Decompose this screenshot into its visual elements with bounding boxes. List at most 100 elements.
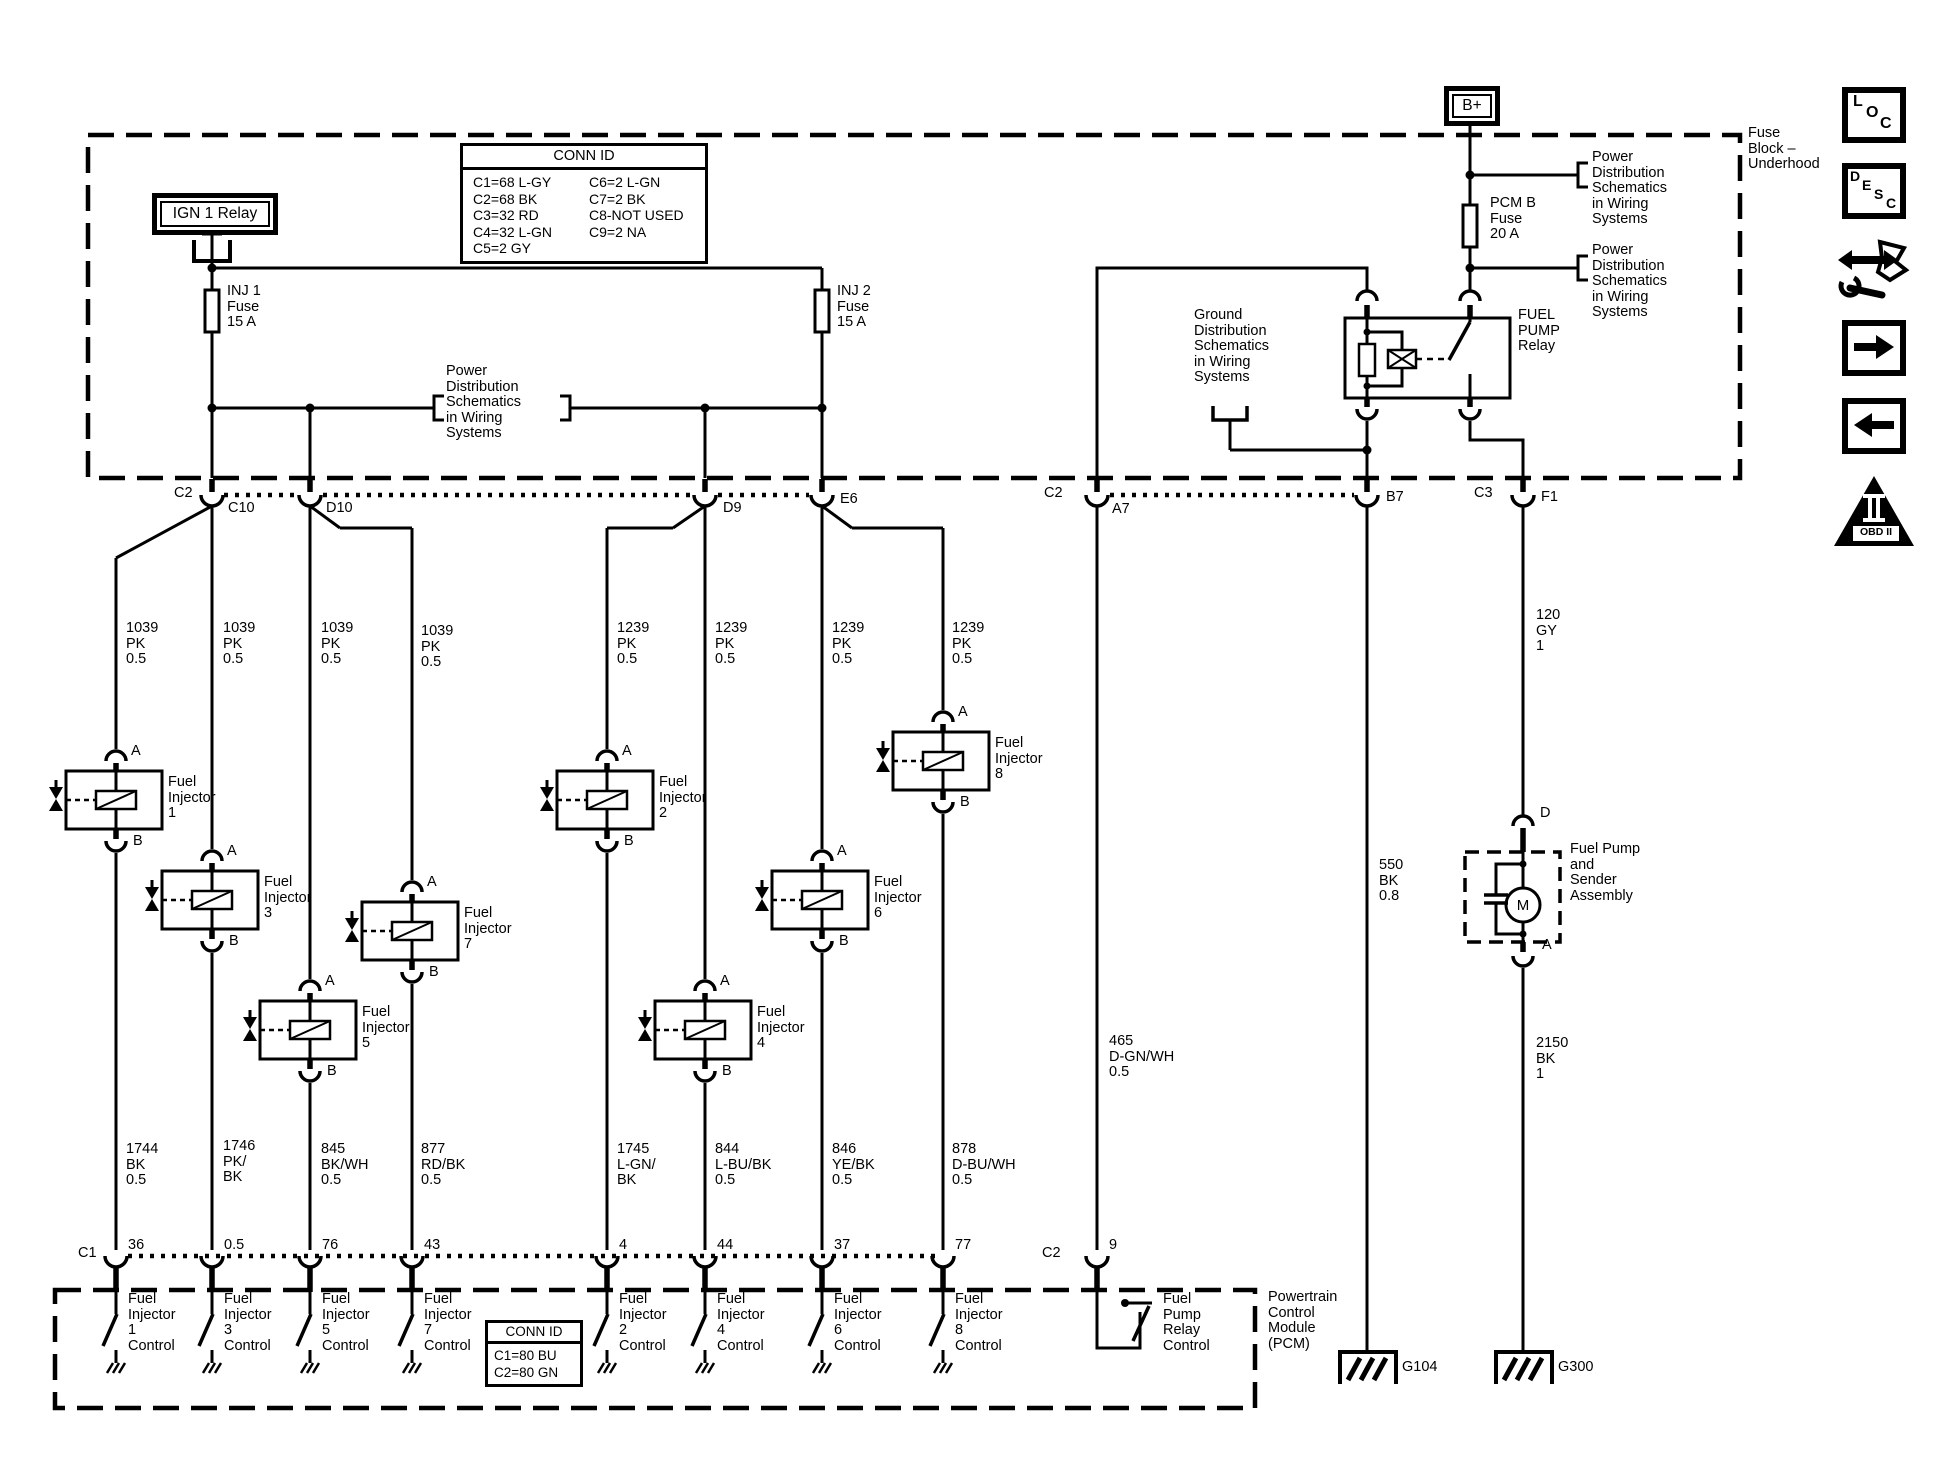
pcm-connector-c2: C2 — [1042, 1245, 1061, 1261]
pin-letter-b: B — [624, 833, 634, 849]
pcm-driver-label: Fuel Injector 7 Control — [424, 1291, 472, 1354]
junction-dots — [207, 170, 1475, 455]
wire-label: 845 BK/WH 0.5 — [321, 1141, 369, 1188]
injector-label-1: Fuel Injector 1 — [168, 774, 216, 821]
pcm-driver-label: Fuel Injector 3 Control — [224, 1291, 272, 1354]
next-arrow-icon[interactable] — [1842, 320, 1906, 376]
obd2-pillar — [1868, 498, 1872, 518]
desc-letter: C — [1886, 195, 1897, 211]
pin-letter-b: B — [960, 794, 970, 810]
loc-letter: L — [1853, 93, 1863, 110]
obd2-label: OBD II — [1851, 524, 1901, 543]
connector-pin-a7: A7 — [1112, 501, 1130, 517]
pcm-driver-symbols — [101, 1292, 1152, 1374]
wire-label: 1744 BK 0.5 — [126, 1141, 159, 1188]
wire-label: 1239 PK 0.5 — [715, 620, 748, 667]
pcm-driver-label: Fuel Injector 8 Control — [955, 1291, 1003, 1354]
connector-pin-f1: F1 — [1541, 489, 1558, 505]
conn-id-table-pcm: CONN ID C1=80 BU C2=80 GN — [485, 1320, 583, 1387]
pin-letter-b: B — [429, 964, 439, 980]
ground-label-g104: G104 — [1402, 1359, 1438, 1375]
pin-letter-b: B — [839, 933, 849, 949]
conn-id-entry: C8-NOT USED — [589, 207, 684, 224]
conn-id-entry: C5=2 GY — [473, 240, 531, 257]
pin-letter-a: A — [720, 973, 730, 989]
fuel-pump-relay-symbol — [1343, 316, 1512, 400]
connector-pin-e6: E6 — [840, 491, 858, 507]
pump-pin-a: A — [1542, 937, 1552, 953]
wire-label: 1239 PK 0.5 — [832, 620, 865, 667]
pcm-pin: 43 — [424, 1237, 441, 1253]
loc-letter: O — [1866, 104, 1879, 121]
wire-label: 1746 PK/ BK — [223, 1138, 256, 1185]
pcm-pin: 44 — [717, 1237, 734, 1253]
pcm-driver-label: Fuel Injector 6 Control — [834, 1291, 882, 1354]
connector-c2-left: C2 — [174, 485, 193, 501]
connector-pin-d10: D10 — [326, 500, 353, 516]
injector-label-4: Fuel Injector 4 — [757, 1004, 805, 1051]
pin-letter-a: A — [131, 743, 141, 759]
conn-id-entry: C1=68 L-GY — [473, 174, 552, 190]
desc-icon[interactable]: D E S C — [1842, 163, 1906, 219]
conn-id-col2: C6=2 L-GN C7=2 BK C8-NOT USED C9=2 NA — [589, 174, 705, 257]
pin-letter-b: B — [133, 833, 143, 849]
pump-pin-d: D — [1540, 805, 1551, 821]
wire-label: 878 D-BU/WH 0.5 — [952, 1141, 1016, 1188]
b-plus-label: B+ — [1462, 97, 1482, 114]
wire-label: 1745 L-GN/ BK — [617, 1141, 656, 1188]
pcm-pin: 37 — [834, 1237, 851, 1253]
pcm-pin: 77 — [955, 1237, 972, 1253]
wire-label: 1239 PK 0.5 — [617, 620, 650, 667]
inj1-fuse-label: INJ 1 Fuse 15 A — [227, 283, 261, 330]
wire-label-120: 120 GY 1 — [1536, 607, 1561, 654]
ign1-relay-label: IGN 1 Relay — [172, 205, 258, 222]
pcm-pin: 0.5 — [224, 1237, 245, 1253]
fuel-pump-motor-symbol — [1484, 860, 1542, 938]
pcm-pin: 4 — [619, 1237, 628, 1253]
motor-letter: M — [1516, 897, 1530, 914]
conn-id-table-top: CONN ID C1=68 L-GY C2=68 BK C3=32 RD C4=… — [460, 143, 708, 264]
pcm-pin: 36 — [128, 1237, 145, 1253]
injector-label-3: Fuel Injector 3 — [264, 874, 312, 921]
injector-valve-icons — [49, 748, 890, 1041]
pin-letter-a: A — [958, 704, 968, 720]
related-diagram-wrench-icon[interactable] — [1834, 238, 1914, 308]
connector-pin-d9: D9 — [723, 500, 742, 516]
wire-label-465: 465 D-GN/WH 0.5 — [1109, 1033, 1175, 1080]
pcm-pin: 9 — [1109, 1237, 1118, 1253]
fuse-block-outline — [85, 132, 1743, 481]
pcmb-fuse-label: PCM B Fuse 20 A — [1490, 195, 1536, 242]
wire-label: 877 RD/BK 0.5 — [421, 1141, 466, 1188]
pin-letter-a: A — [227, 843, 237, 859]
obd2-pillar — [1863, 518, 1885, 522]
fuel-pump-relay-label: FUEL PUMP Relay — [1518, 307, 1560, 354]
pin-letter-b: B — [722, 1063, 732, 1079]
desc-letter: S — [1874, 186, 1884, 202]
back-arrow-icon[interactable] — [1842, 398, 1906, 454]
pin-letter-b: B — [229, 933, 239, 949]
pcm-title: Powertrain Control Module (PCM) — [1268, 1289, 1338, 1352]
ign1-relay-box: IGN 1 Relay — [160, 201, 270, 227]
pcm-conn-id-entry: C1=80 BU — [494, 1348, 557, 1363]
fuel-pump-label: Fuel Pump and Sender Assembly — [1570, 841, 1641, 904]
conn-id-title: CONN ID — [463, 146, 705, 170]
fuse-symbols — [203, 203, 1479, 334]
pin-letter-a: A — [325, 973, 335, 989]
pin-letter-a: A — [837, 843, 847, 859]
fuse-block-label: Fuse Block – Underhood — [1748, 125, 1820, 172]
injector-label-5: Fuel Injector 5 — [362, 1004, 410, 1051]
conn-id-entry: C4=32 L-GN — [473, 223, 552, 240]
pcm-driver-label-fuel-pump: Fuel Pump Relay Control — [1163, 1291, 1210, 1354]
loc-letter: C — [1880, 115, 1892, 132]
loc-icon[interactable]: L O C — [1842, 87, 1906, 143]
desc-letter: D — [1850, 168, 1861, 184]
obd2-pillar — [1863, 494, 1885, 498]
pcm-outline — [52, 1287, 1258, 1411]
injector-label-6: Fuel Injector 6 — [874, 874, 922, 921]
pcm-driver-label: Fuel Injector 5 Control — [322, 1291, 370, 1354]
conn-id-col1: C1=68 L-GY C2=68 BK C3=32 RD C4=32 L-GN … — [473, 174, 589, 257]
connector-arcs — [103, 289, 1536, 1292]
pcm-driver-label: Fuel Injector 1 Control — [128, 1291, 176, 1354]
conn-id-entry: C3=32 RD — [473, 207, 539, 224]
